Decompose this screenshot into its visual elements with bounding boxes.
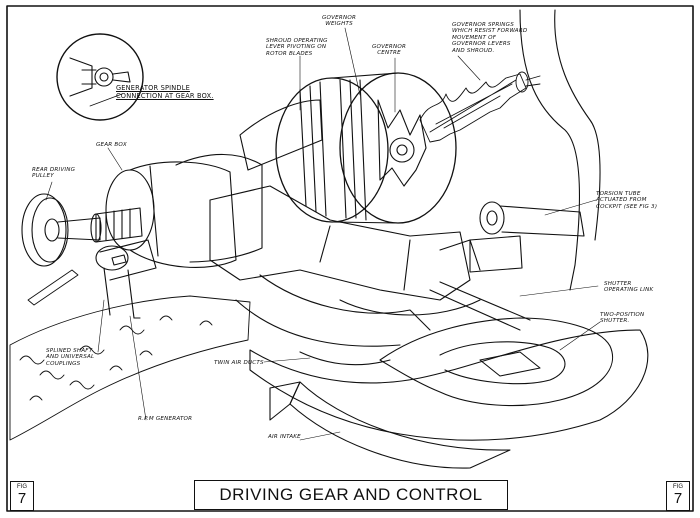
- fig-word-right: FIG: [673, 484, 683, 490]
- label-governor-weights: GOVERNOR WEIGHTS: [322, 15, 357, 28]
- label-splined-shaft: SPLINED SHAFT AND UNIVERSAL COUPLINGS: [46, 348, 95, 367]
- generator-spindle-inset: [56, 33, 144, 121]
- torsion-tube: [469, 201, 585, 273]
- fig-number-right: FIG 7: [666, 481, 690, 511]
- air-intake: [269, 381, 511, 469]
- fuselage-outline: [519, 9, 601, 291]
- label-governor-centre: GOVERNOR CENTRE: [372, 44, 407, 57]
- fig-word-left: FIG: [17, 484, 27, 490]
- label-generator-spindle: GENERATOR SPINDLE CONNECTION AT GEAR BOX…: [116, 84, 214, 100]
- label-torsion-tube: TORSION TUBE ACTUATED FROM COCKPIT (SEE …: [596, 191, 658, 210]
- governor-springs: [419, 71, 541, 143]
- label-gear-box: GEAR BOX: [96, 142, 127, 148]
- fig-number-left: FIG 7: [10, 481, 34, 511]
- label-rear-driving-pulley: REAR DRIVING PULLEY: [32, 167, 76, 180]
- fig-num-left: 7: [17, 490, 27, 507]
- label-air-intake: AIR INTAKE: [268, 434, 301, 440]
- label-twin-air-ducts: TWIN AIR DUCTS: [214, 360, 264, 366]
- gear-box: [105, 99, 323, 268]
- label-shroud-operating-lever: SHROUD OPERATING LEVER PIVOTING ON ROTOR…: [266, 38, 328, 57]
- governor-drum: [275, 72, 457, 224]
- leader-lines: [45, 27, 601, 441]
- diagram-title: DRIVING GEAR AND CONTROL: [219, 485, 483, 504]
- main-housing: [209, 185, 481, 347]
- splined-shaft: [90, 207, 143, 243]
- label-rpm-generator: R.P.M GENERATOR: [138, 416, 193, 422]
- fig-num-right: 7: [673, 490, 683, 507]
- title-box: DRIVING GEAR AND CONTROL: [194, 480, 508, 510]
- label-governor-springs: GOVERNOR SPRINGS WHICH RESIST FORWARD MO…: [452, 22, 528, 54]
- label-shutter-operating-link: SHUTTER OPERATING LINK: [604, 281, 654, 294]
- mounting-structure: [9, 269, 251, 441]
- rear-driving-pulley: [21, 193, 101, 267]
- twin-air-ducts: [249, 281, 649, 441]
- rpm-generator: [95, 239, 157, 319]
- label-two-position-shutter: TWO-POSITION SHUTTER.: [600, 312, 645, 325]
- page-frame: [6, 5, 694, 512]
